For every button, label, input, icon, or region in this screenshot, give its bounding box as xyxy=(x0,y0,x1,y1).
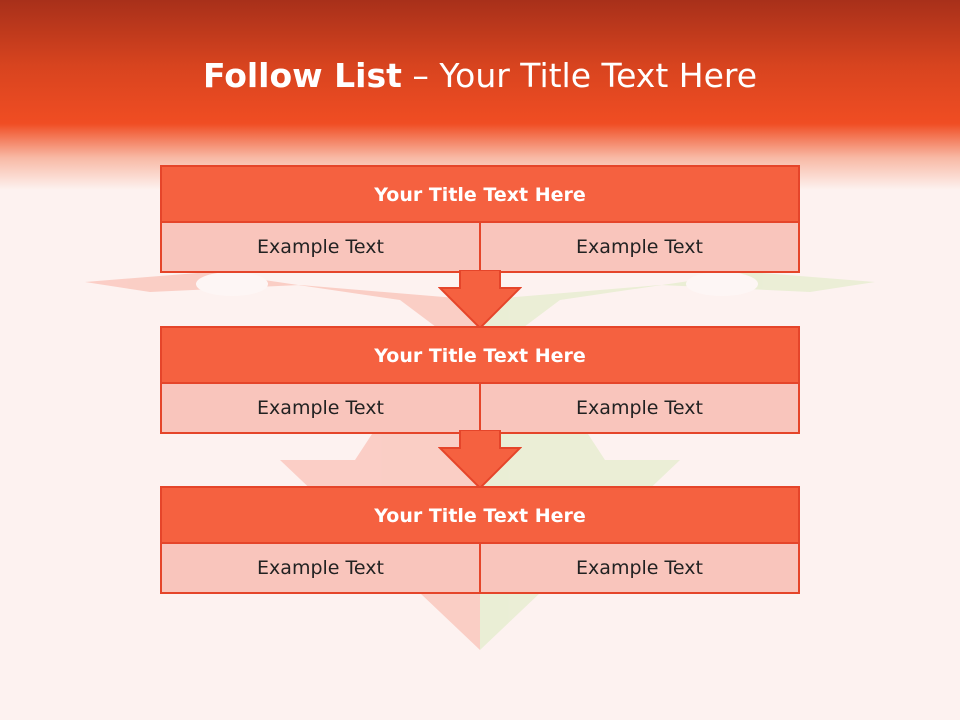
down-arrow-icon xyxy=(438,430,522,490)
figure-right xyxy=(686,272,758,296)
block-cell-right: Example Text xyxy=(479,384,798,432)
list-block-1: Your Title Text Here Example Text Exampl… xyxy=(160,165,800,273)
header-band xyxy=(0,0,960,190)
block-cell-left: Example Text xyxy=(162,223,479,271)
slide-title-bold: Follow List xyxy=(202,56,402,95)
block-cell-left: Example Text xyxy=(162,384,479,432)
block-row: Example Text Example Text xyxy=(162,544,798,592)
block-title: Your Title Text Here xyxy=(162,328,798,384)
block-cell-left: Example Text xyxy=(162,544,479,592)
block-row: Example Text Example Text xyxy=(162,223,798,271)
list-block-2: Your Title Text Here Example Text Exampl… xyxy=(160,326,800,434)
down-arrow-icon xyxy=(438,270,522,330)
block-title: Your Title Text Here xyxy=(162,167,798,223)
block-cell-right: Example Text xyxy=(479,223,798,271)
figure-left xyxy=(196,272,268,296)
block-row: Example Text Example Text xyxy=(162,384,798,432)
block-title: Your Title Text Here xyxy=(162,488,798,544)
list-block-3: Your Title Text Here Example Text Exampl… xyxy=(160,486,800,594)
slide-title-rest: – Your Title Text Here xyxy=(401,56,758,95)
slide-title: Follow List – Your Title Text Here xyxy=(0,52,960,100)
block-cell-right: Example Text xyxy=(479,544,798,592)
